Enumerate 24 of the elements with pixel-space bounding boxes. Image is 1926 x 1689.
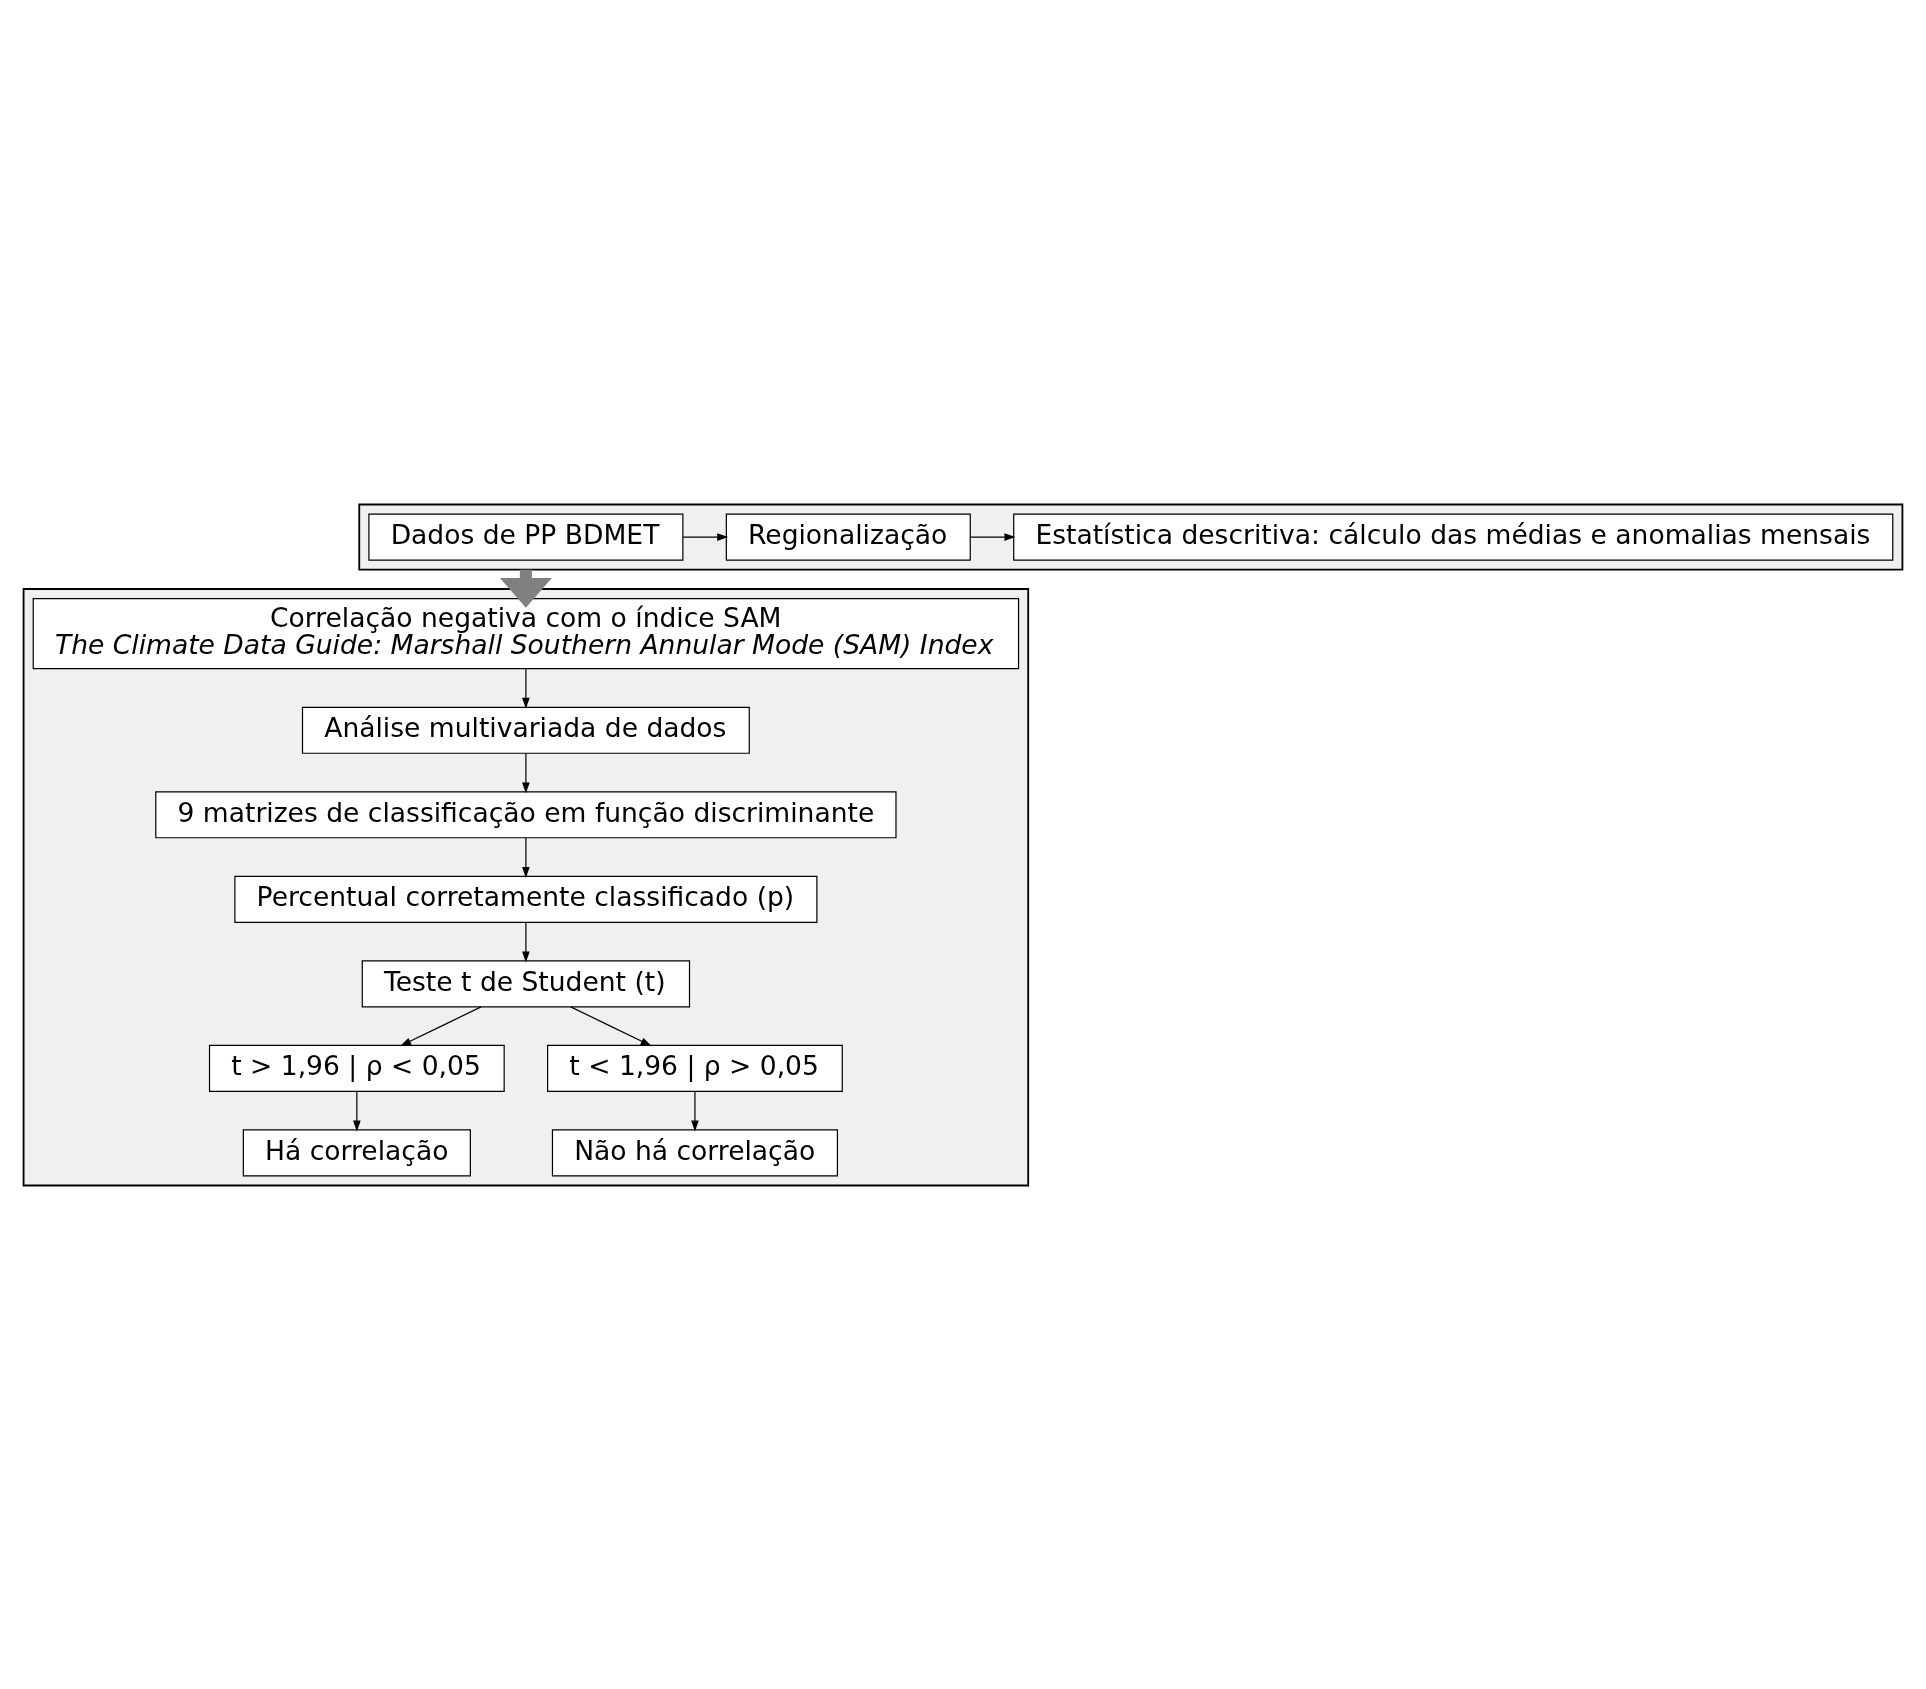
arrow: [570, 1005, 652, 1046]
arrow: [400, 1005, 482, 1046]
arrow: [522, 752, 530, 793]
arrow: [522, 921, 530, 962]
node-box: t > 1,96 | ρ < 0,05: [208, 1044, 505, 1092]
node-box: Percentual corretamente classificado (p): [234, 875, 818, 923]
node-box: Correlação negativa com o índice SAM The Climate Data Guide: Marshall Southern Annular Mode (SAM) Index: [32, 597, 1020, 669]
node-box: Análise multivariada de dados: [301, 706, 750, 754]
node-box: t < 1,96 | ρ > 0,05: [547, 1044, 843, 1092]
node-box: Há correlação: [242, 1128, 471, 1176]
cluster: [22, 587, 1030, 1186]
arrow: [522, 836, 530, 878]
node-box: Dados de PP BDMET: [368, 513, 684, 561]
arrow: [691, 1090, 699, 1131]
arrow: [969, 532, 1016, 541]
cluster: [358, 503, 1904, 571]
node-box: Não há correlação: [551, 1128, 839, 1176]
node-box: 9 matrizes de classificação em função discriminante: [155, 790, 897, 838]
node-box: Teste t de Student (t): [361, 959, 691, 1007]
node-box: Estatística descritiva: cálculo das médias e anomalias mensais: [1013, 513, 1894, 561]
node-box: Regionalização: [725, 513, 971, 561]
arrow: [522, 667, 530, 709]
arrow: [682, 532, 729, 541]
arrow: [353, 1090, 361, 1131]
